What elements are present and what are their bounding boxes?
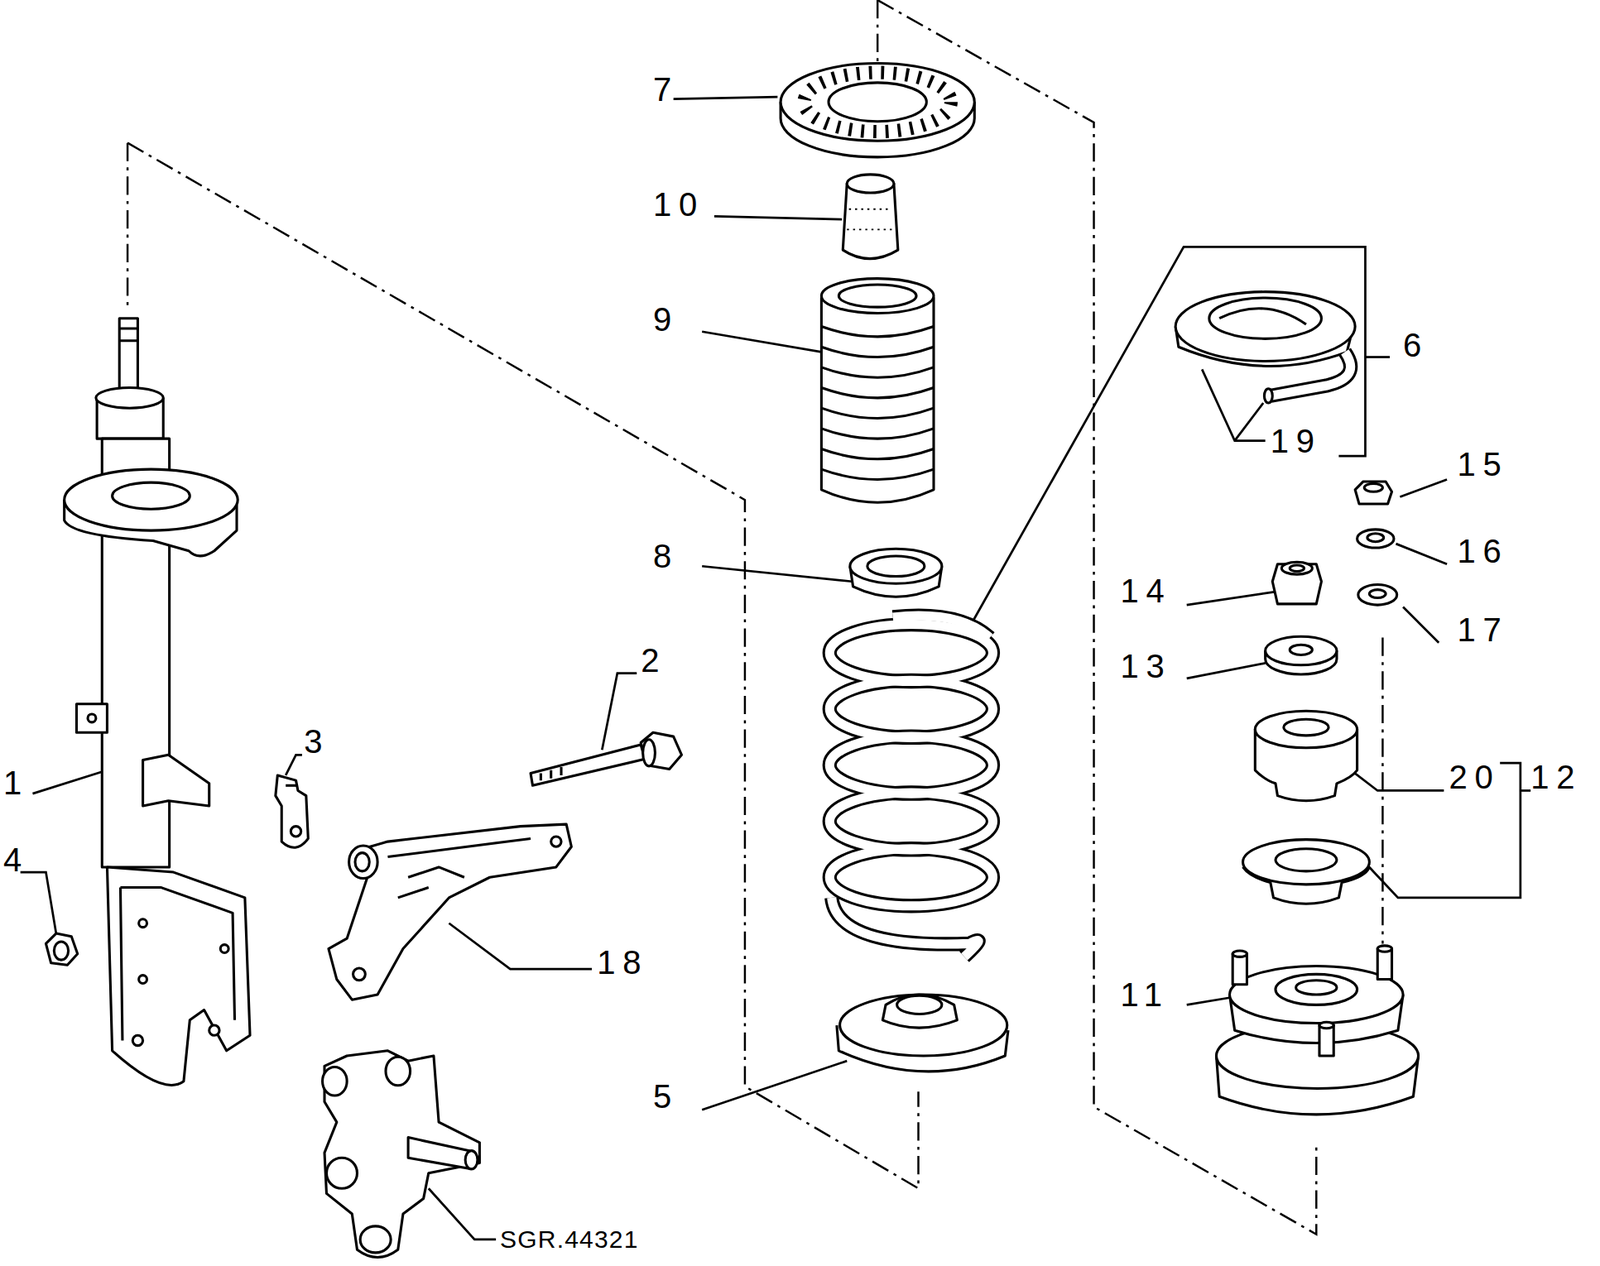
callout-number: 3 (303, 725, 330, 759)
callout-number: 6 (1403, 328, 1429, 362)
callout-number: 9 (653, 302, 679, 337)
callout-number: 8 (653, 539, 679, 573)
callout-number: 1 (3, 766, 29, 800)
callout-number: 13 (1120, 649, 1173, 683)
drawing-code: SGR.44321 (499, 1227, 640, 1253)
callout-number: 5 (653, 1080, 679, 1114)
callout-number: 18 (596, 946, 649, 980)
callout-number: 15 (1456, 447, 1509, 481)
callout-number: 14 (1120, 574, 1173, 608)
callout-number: 7 (653, 72, 679, 106)
callout-number: 19 (1270, 424, 1322, 458)
callout-number: 11 (1120, 978, 1170, 1012)
callout-number: 20 (1449, 760, 1501, 794)
callout-number: 17 (1456, 613, 1509, 647)
callout-number: 2 (640, 643, 667, 678)
callout-number: 12 (1530, 760, 1582, 794)
callout-number: 16 (1456, 534, 1509, 568)
callout-number: 4 (3, 843, 29, 877)
callout-number: 10 (653, 187, 705, 222)
